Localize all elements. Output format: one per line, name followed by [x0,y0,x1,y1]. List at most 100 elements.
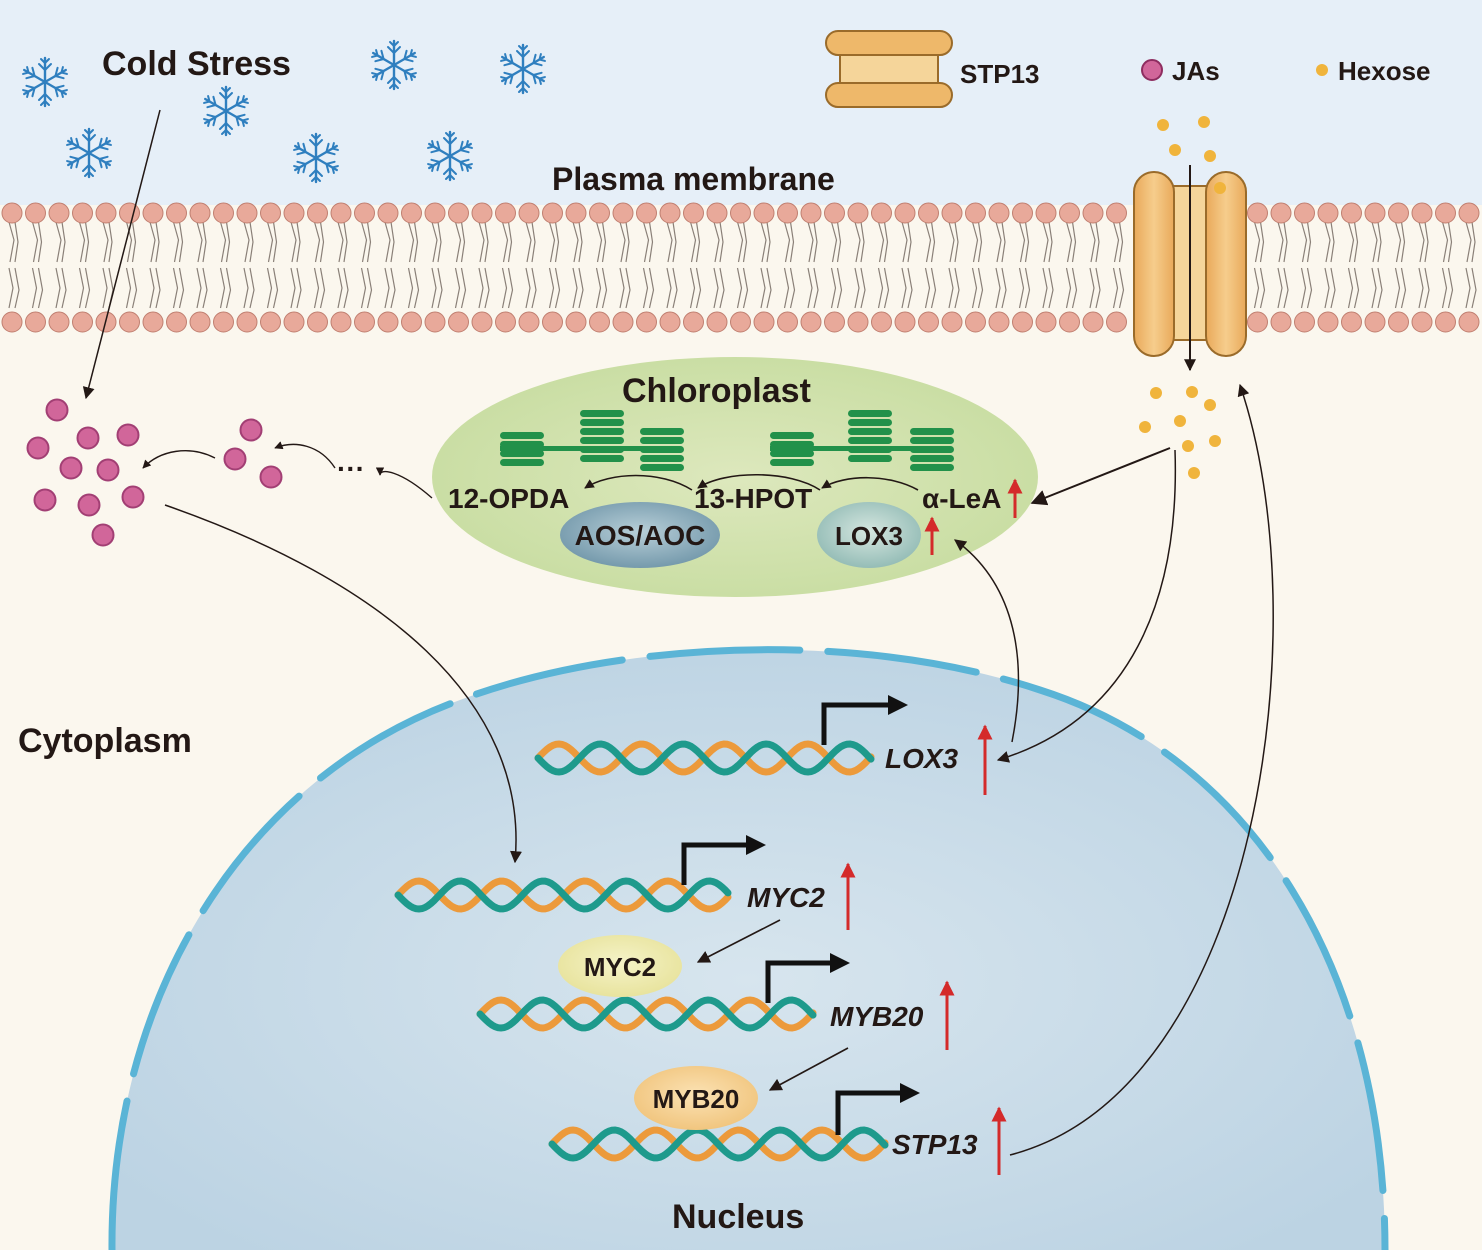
stp13-legend-icon [825,30,953,108]
hexose-dot [1139,421,1151,433]
hpot-conversion-arrow [697,473,821,491]
lipid-head [424,311,446,333]
opda-to-jas-arrow [375,467,433,499]
jas-legend-icon [1141,59,1163,81]
myc2-promoter-arrow [681,842,752,885]
lea-conversion-arrow [821,476,919,491]
myb20-gene-label: MYB20 [830,1001,924,1032]
legend: STP13 JAs Hexose [825,30,1431,108]
lipid-head [213,311,234,333]
snowflake-icon [66,127,112,179]
dna-helices [394,740,889,1162]
hexose-dot [1188,467,1200,479]
jas-cluster-arrow [274,441,336,469]
lipid-head [1012,202,1033,224]
lipid-head [213,202,234,224]
hexose-legend-icon [1316,64,1328,76]
lipid-head [495,202,516,224]
legend-hexose-label: Hexose [1338,56,1431,86]
lipid-head [589,311,610,333]
jas-molecules [26,398,283,547]
snowflake-icon [22,56,68,108]
lipid-head [48,202,70,224]
lipid-head [1082,311,1104,333]
lipid-head [918,202,939,224]
pathway-arrows [82,109,1274,1156]
jas-dot [96,458,120,482]
hpot-label: 13-HPOT [694,483,812,514]
cold-stress-label: Cold Stress [102,45,291,83]
lipid-head [1435,202,1456,224]
lipid-head [1458,202,1480,224]
lipid-head [307,311,328,333]
lipid-head [730,202,751,224]
lipid-head [800,202,822,224]
lipid-head [659,202,681,224]
nucleus [108,646,1389,1250]
jas-dot [77,493,101,517]
lipid-head [542,202,563,224]
lipid-head [518,311,540,333]
lipid-head [1317,202,1339,224]
cold-stress-to-jas-arrow [82,109,161,400]
jas-dot [116,423,140,447]
hexose-dot [1169,144,1181,156]
thylakoid-disc [500,450,544,457]
myb20-gene-to-protein-arrow [768,1047,849,1091]
lipid-head [166,202,187,224]
lipid-head [542,311,563,333]
lipid-head [260,311,281,333]
lipid-head [753,311,775,333]
lox3-promoter-arrow [821,702,895,745]
lipid-head [941,202,963,224]
lipid-head [988,311,1010,333]
thylakoid-disc [580,446,624,453]
plasma-membrane-label: Plasma membrane [552,161,835,197]
thylakoid-disc [848,455,892,462]
lox3-gene-to-protein-arrow [954,539,1020,743]
jas-dot [45,398,69,422]
lipid-head [941,311,963,333]
thylakoid-disc [910,437,954,444]
lipid-head [1106,311,1127,333]
lipid-head [894,311,916,333]
lipid-head [1294,202,1315,224]
thylakoid-disc [910,455,954,462]
thylakoid-disc [770,441,814,448]
lipid-head [377,311,399,333]
lipid-head [683,202,704,224]
lipid-head [777,202,798,224]
lipid-head [894,202,916,224]
lipid-head [777,311,798,333]
lipid-head [448,202,469,224]
lipid-head [236,311,258,333]
aos-aoc-label: AOS/AOC [575,520,706,551]
alpha-lea-label: α-LeA [922,483,1001,514]
jas-dot [59,456,83,480]
thylakoid-disc [640,428,684,435]
lipid-head [1,202,23,224]
lipid-head [847,311,869,333]
lipid-head [377,202,399,224]
stp13-promoter-arrow [835,1090,906,1135]
lipid-head [236,202,258,224]
lipid-head [965,311,986,333]
thylakoid-disc [580,428,624,435]
lipid-head [354,311,375,333]
thylakoid-disc [640,437,684,444]
lipid-head [1294,311,1315,333]
lipid-head [330,311,352,333]
thylakoid-disc [500,432,544,439]
lox3-enzyme [817,502,921,568]
lipid-head [72,311,93,333]
myc2-protein [558,935,682,997]
snowflake-icon [293,132,339,184]
lipid-head [1247,311,1268,333]
lipid-head [401,202,422,224]
thylakoid-disc [580,455,624,462]
myb20-promoter-arrow [765,960,836,1003]
lipid-head [706,311,728,333]
dna-strand [534,740,875,776]
